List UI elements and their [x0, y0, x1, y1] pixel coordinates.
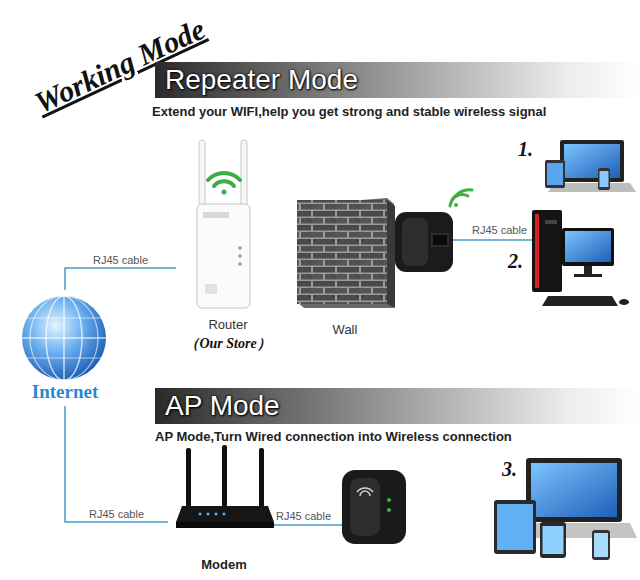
modem-device	[222, 445, 227, 507]
laptop-group	[531, 463, 617, 517]
router-device	[238, 262, 242, 266]
modem-device	[215, 513, 218, 516]
laptop-group	[547, 163, 563, 185]
subtitle: Extend your WIFI,help you get strong and…	[152, 104, 546, 119]
router-device	[197, 204, 250, 308]
mode-banner: Repeater Mode	[155, 62, 640, 98]
laptop-group	[600, 171, 609, 187]
modem-device	[223, 513, 226, 516]
node-label: Router	[208, 317, 247, 332]
cable-label: RJ45 cable	[87, 508, 146, 520]
callout-number: 3.	[502, 458, 517, 481]
router-device	[238, 246, 242, 250]
desktop-pc	[532, 210, 562, 292]
repeater-device	[395, 212, 453, 272]
brick-wall	[297, 198, 394, 308]
wifi-icon	[450, 190, 472, 207]
cable-line	[274, 524, 342, 526]
cable-label: RJ45 cable	[274, 510, 333, 522]
modem-device	[199, 513, 202, 516]
subtitle: AP Mode,Turn Wired connection into Wirel…	[155, 429, 512, 444]
internet-globe	[22, 296, 106, 380]
modem-device	[176, 445, 274, 528]
laptop-group	[494, 458, 637, 560]
ap-device	[357, 488, 373, 496]
ap-device	[387, 498, 391, 502]
router-device	[197, 140, 250, 308]
desktop-pc	[565, 231, 611, 262]
router-node: Router （Our Store）	[176, 140, 280, 356]
node-label: Repeater Mode	[165, 66, 358, 94]
node-sublabel: （Our Store）	[185, 335, 270, 353]
laptop-group	[545, 160, 565, 188]
wifi-icon	[450, 190, 472, 206]
modem-device	[207, 513, 210, 516]
repeater-device	[432, 234, 448, 246]
desktop-pc	[545, 220, 557, 224]
wifi-icon	[208, 173, 240, 194]
cable-line	[65, 406, 168, 522]
modem-device	[176, 506, 274, 522]
ap-device	[360, 491, 370, 496]
laptop-group	[598, 168, 610, 190]
internet-globe	[22, 296, 106, 380]
internet-globe	[63, 296, 65, 380]
modem-device	[176, 522, 274, 528]
wifi-icon	[214, 181, 234, 186]
laptop-group	[497, 504, 533, 550]
router-device	[203, 212, 229, 218]
router-device	[199, 140, 205, 206]
desktop-pc	[535, 214, 539, 288]
modem-device	[186, 448, 191, 508]
internet-node: Internet	[12, 290, 118, 406]
laptop-group	[560, 140, 624, 182]
desktop-pc	[542, 296, 618, 306]
wifi-icon	[454, 203, 458, 207]
cable-line	[453, 239, 532, 241]
cable-line	[65, 268, 176, 290]
wall-node: Wall	[292, 140, 398, 340]
ap-device	[342, 470, 406, 544]
laptop-group	[564, 144, 620, 178]
brick-wall	[387, 200, 395, 308]
modem-device	[259, 448, 264, 508]
repeater-device	[402, 218, 428, 266]
desktop-pc	[574, 274, 602, 277]
mode-banner: AP Mode	[155, 388, 640, 424]
router-device	[238, 254, 242, 258]
repeater-device	[395, 212, 453, 272]
desktop-pc	[562, 228, 614, 266]
laptop-group	[540, 522, 566, 558]
laptop-group	[494, 500, 536, 554]
cable-label: RJ45 cable	[470, 224, 529, 236]
laptop-group	[543, 526, 564, 554]
laptop-group	[545, 140, 636, 192]
laptop-group	[592, 530, 610, 560]
laptop-group	[526, 458, 622, 522]
cable-label: RJ45 cable	[91, 254, 150, 266]
brick-wall	[297, 198, 395, 308]
ap-device	[342, 470, 406, 544]
node-label: Wall	[333, 322, 358, 337]
node-label: Internet	[32, 381, 98, 403]
callout-number: 2.	[508, 250, 523, 273]
callout-number: 1.	[518, 138, 533, 161]
router-device	[241, 140, 247, 206]
wifi-icon	[208, 173, 240, 180]
brick-wall	[297, 200, 387, 304]
desktop-pc	[584, 266, 592, 274]
desktop-pc	[532, 210, 629, 306]
wifi-icon	[222, 190, 227, 195]
desktop-pc	[619, 299, 629, 305]
router-device	[205, 284, 217, 294]
laptop-group	[594, 533, 608, 557]
node-label: AP Mode	[165, 392, 280, 420]
node-label: Modem	[201, 557, 247, 572]
modem-node: Modem	[168, 445, 280, 575]
ap-device	[350, 478, 380, 536]
ap-device	[387, 508, 391, 512]
